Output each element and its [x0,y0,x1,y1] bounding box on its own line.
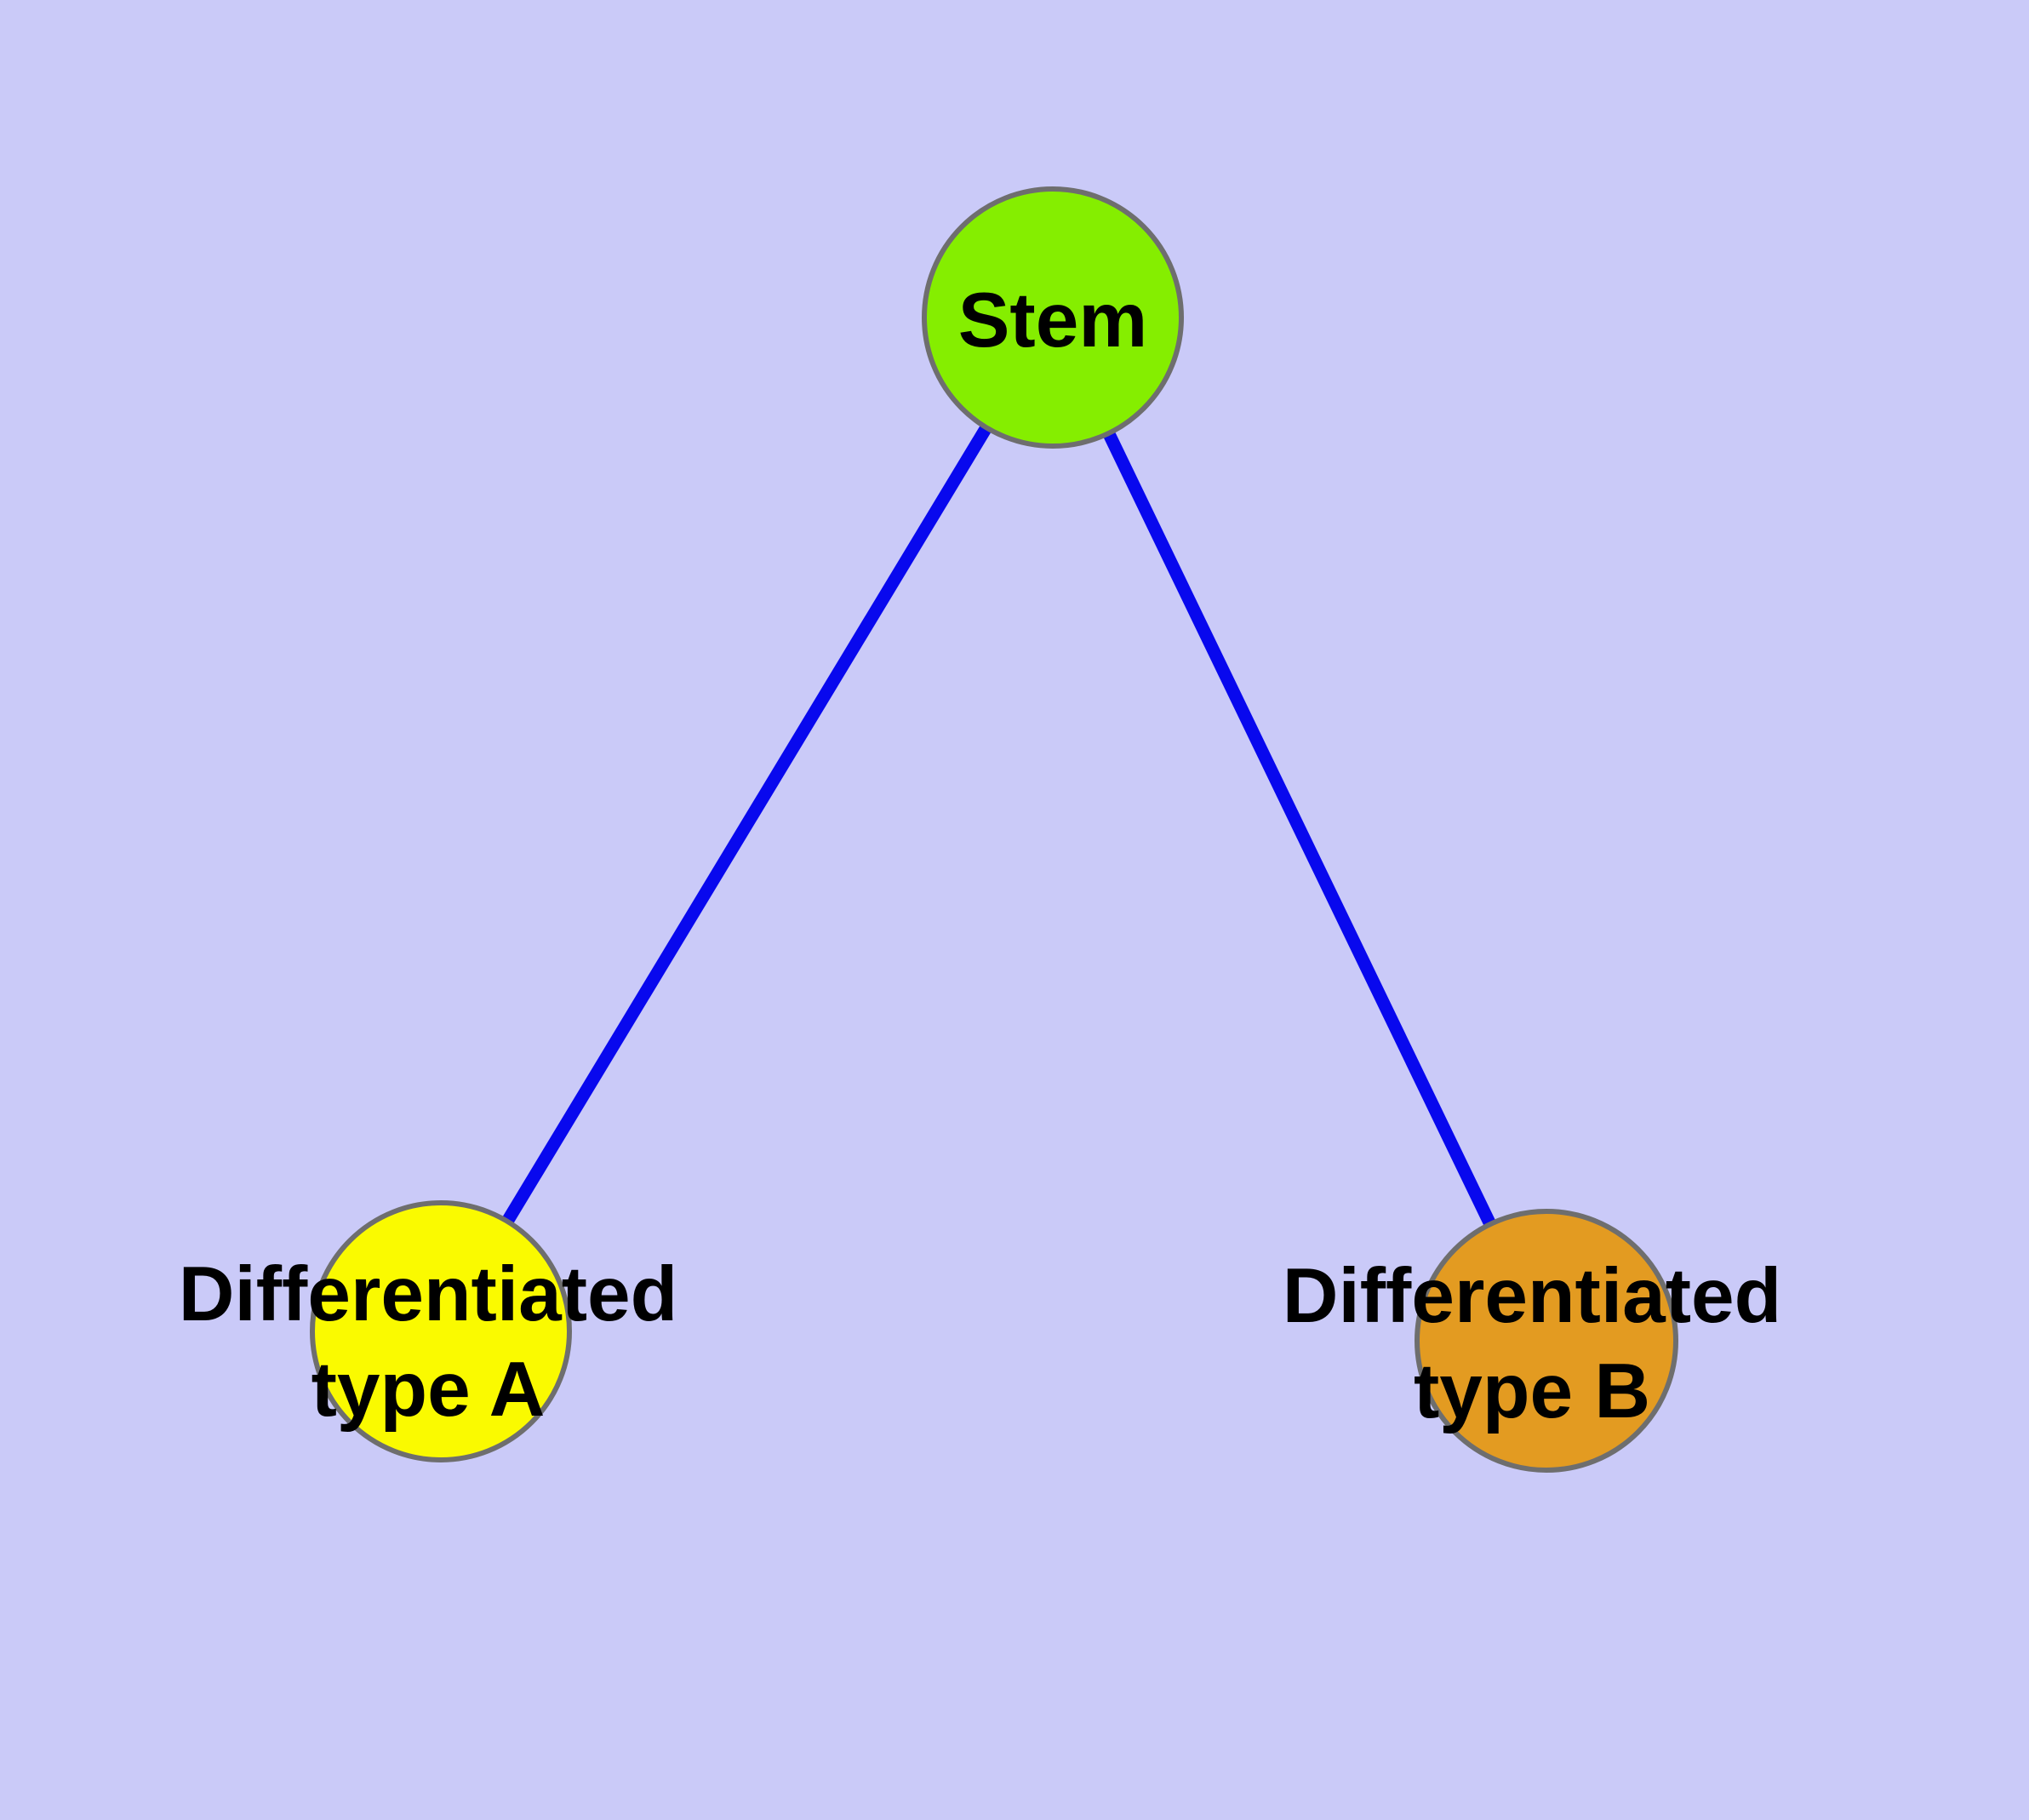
node-stem-label: Stem [958,278,1148,363]
node-differentiated-type-b: Differentiated type B [1283,1209,1782,1473]
node-stem-label-line-1: Stem [958,278,1148,363]
node-differentiated-type-a-label-line-2: type A [311,1347,546,1433]
node-stem: Stem [922,186,1184,449]
node-differentiated-type-a-label: Differentiated type A [179,1251,678,1433]
node-differentiated-type-a: Differentiated type A [179,1200,678,1462]
node-stem-circle [922,186,1184,449]
node-differentiated-type-b-label-line-1: Differentiated [1283,1253,1782,1339]
node-differentiated-type-a-label-line-1: Differentiated [179,1251,678,1337]
edges-layer [435,314,1552,1344]
node-differentiated-type-b-label: Differentiated type B [1283,1253,1782,1434]
node-differentiated-type-a-circle [310,1200,572,1462]
edge-stem-to-differentiated-type-a [435,314,1059,1335]
edge-stem-to-differentiated-type-b [1047,314,1552,1344]
node-differentiated-type-b-label-line-2: type B [1414,1348,1650,1434]
node-differentiated-type-b-circle [1415,1209,1678,1473]
